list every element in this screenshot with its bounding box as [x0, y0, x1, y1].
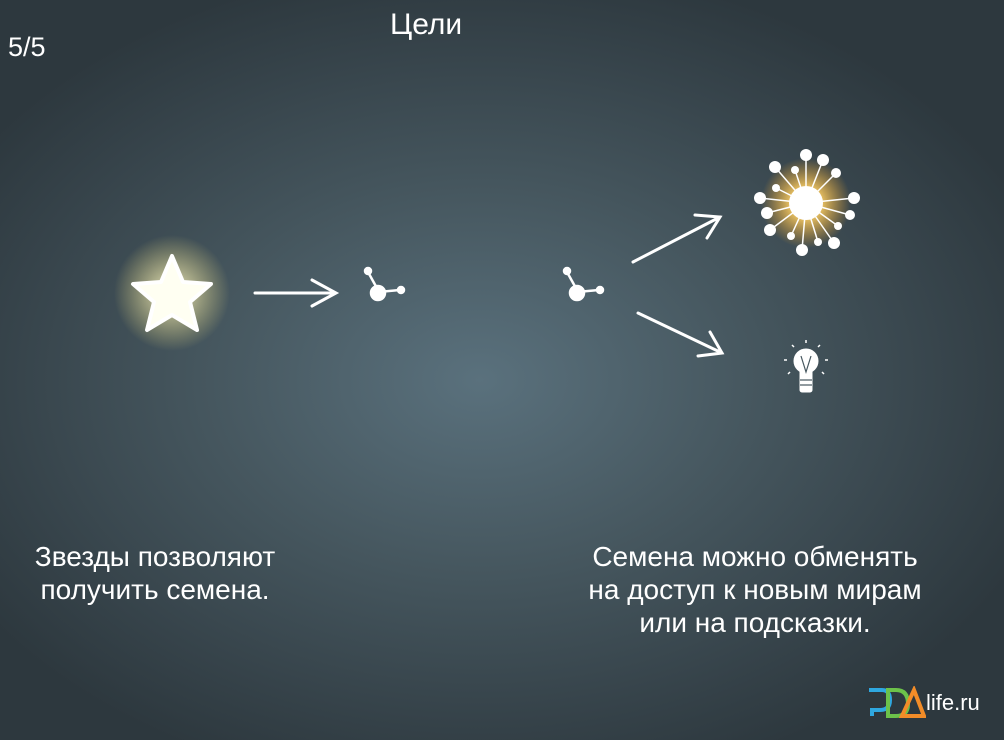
seeds-caption: Семена можно обменять на доступ к новым … [588, 541, 922, 638]
stars-caption: Звезды позволяют получить семена. [34, 541, 276, 605]
arrow-up-right-icon [631, 213, 723, 264]
page-title: Цели [390, 8, 463, 41]
watermark-text: life.ru [926, 690, 980, 715]
arrow-down-right-icon [636, 311, 725, 358]
star-icon [114, 235, 230, 351]
page-counter: 5/5 [8, 32, 46, 62]
world-sun-icon [754, 149, 860, 256]
arrow-right-icon [253, 278, 340, 308]
pdalife-watermark: life.ru [866, 684, 992, 722]
lightbulb-icon [784, 340, 828, 393]
seed-icon [363, 266, 406, 302]
seed-icon [562, 266, 605, 302]
pdalife-logo-icon [869, 684, 927, 718]
